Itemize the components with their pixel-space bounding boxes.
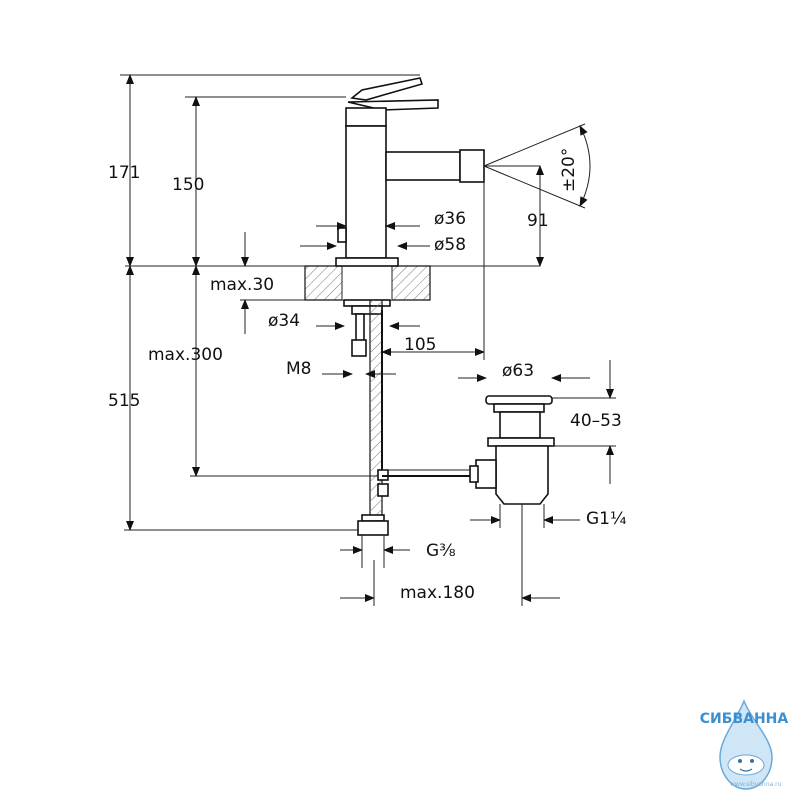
label-shank-diameter: ø34 [268,311,300,331]
water-drop-logo-icon [719,698,773,790]
label-hole-to-waste: 105 [404,335,436,355]
label-base-diameter: ø58 [434,235,466,255]
label-spout-height: 150 [172,175,204,195]
label-body-diameter: ø36 [434,209,466,229]
watermark-url: www.sibvanna.ru [730,781,782,788]
label-waste-thread: G1¼ [586,509,626,529]
label-below-deck: 515 [108,391,140,411]
label-waste-diameter: ø63 [502,361,534,381]
label-waste-adjust: 40–53 [570,411,622,431]
label-total-height: 171 [108,163,140,183]
waste-assembly [469,395,555,505]
spray-cone [483,123,586,209]
label-supply-thread: G⅜ [426,541,456,561]
dimension-lines [120,74,616,606]
mixer-body [335,77,485,267]
fixing-assembly [343,299,480,536]
watermark-brand: СИБВАННА [699,711,789,727]
label-spout-angle: ±20° [559,148,579,192]
label-outlet-height: 91 [527,211,549,231]
label-max-below-deck: max.300 [148,345,223,365]
label-stud-thread: M8 [286,359,311,379]
brand-watermark: СИБВАННА www.sibvanna.ru [690,695,798,795]
deck-section [125,265,540,301]
label-max-linkage: max.180 [400,583,475,603]
label-max-deck: max.30 [210,275,274,295]
